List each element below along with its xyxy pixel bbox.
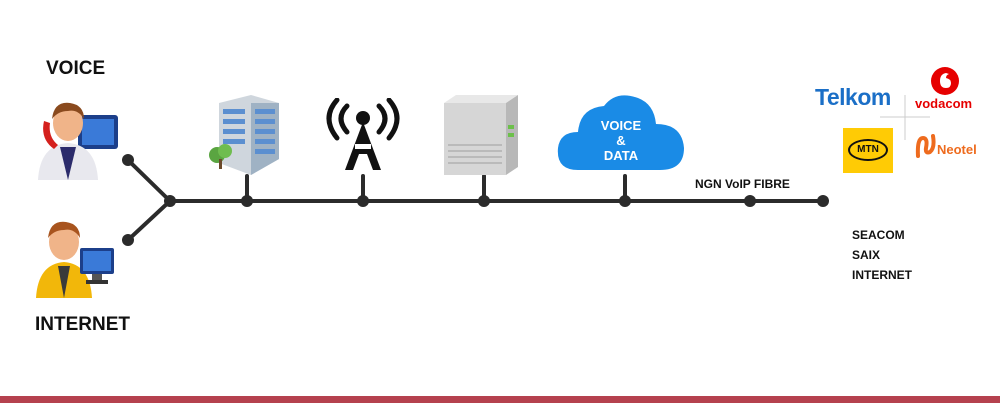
node-tower xyxy=(357,195,369,207)
internet-label: INTERNET xyxy=(35,314,130,335)
telkom-logo: Telkom xyxy=(815,84,891,110)
node-fibre xyxy=(744,195,756,207)
neotel-logo: Neotel xyxy=(937,142,977,157)
neotel-mark-icon xyxy=(915,134,936,158)
office-building-icon xyxy=(209,95,279,175)
server-icon xyxy=(444,95,518,175)
endpoint-internet: INTERNET xyxy=(852,268,912,282)
node-server xyxy=(478,195,490,207)
node-building xyxy=(241,195,253,207)
mtn-logo-text: MTN xyxy=(848,139,888,161)
vodacom-logo: vodacom xyxy=(915,96,973,111)
node-internet xyxy=(122,234,134,246)
cloud-label-line2: & xyxy=(616,133,626,148)
fibre-label: NGN VoIP FIBRE xyxy=(695,177,790,191)
internet-branch-line xyxy=(126,199,172,242)
antenna-tower-icon xyxy=(326,98,400,170)
footer-accent-bar xyxy=(0,396,1000,403)
cloud-label-line3: DATA xyxy=(603,148,639,163)
logo-divider xyxy=(880,95,930,140)
endpoint-seacom: SEACOM xyxy=(852,228,905,242)
node-junction xyxy=(164,195,176,207)
voice-label: VOICE xyxy=(46,58,106,79)
cloud-label-line1: VOICE xyxy=(600,118,642,133)
mtn-logo: MTN xyxy=(843,128,893,173)
cloud-icon xyxy=(557,95,684,170)
endpoint-saix: SAIX xyxy=(852,248,881,262)
internet-user-icon xyxy=(36,221,114,298)
vodacom-speechmark-icon xyxy=(931,67,959,95)
voice-branch-line xyxy=(126,158,172,203)
node-voice xyxy=(122,154,134,166)
node-endpoint xyxy=(817,195,829,207)
node-cloud xyxy=(619,195,631,207)
cloud-label: VOICE & DATA xyxy=(586,118,656,163)
voice-user-icon xyxy=(38,102,118,180)
